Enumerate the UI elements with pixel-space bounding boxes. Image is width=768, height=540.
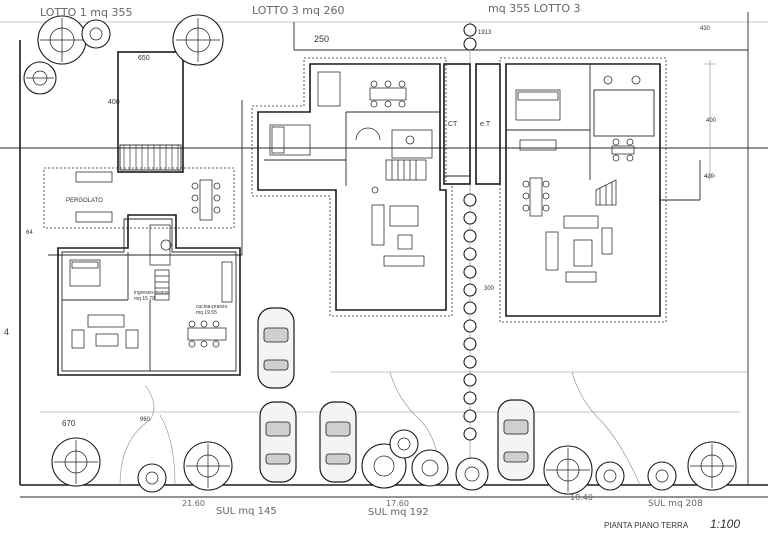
label-ingresso-1: ingresso-pranzo (134, 290, 170, 296)
tree-bottom-3 (183, 441, 233, 491)
dim-1840: 18.40 (570, 493, 593, 502)
label-lotto3: LOTTO 3 mq 260 (252, 4, 344, 17)
dim-300: 300 (484, 286, 495, 292)
dim-400-right: 400 (706, 118, 717, 124)
dim-64: 64 (26, 230, 33, 236)
drawing-scale: 1:100 (710, 517, 740, 531)
car-3 (319, 401, 357, 483)
tree-bottom-8 (543, 445, 593, 495)
tree-bottom-10 (647, 461, 677, 491)
tree-bottom-6 (411, 449, 449, 487)
car-2 (259, 401, 297, 483)
tree-bottom-9 (595, 461, 625, 491)
house-right (389, 57, 716, 486)
label-cucina-1: cucina-pranzo (196, 304, 228, 310)
tree-bottom-1 (51, 437, 101, 487)
dim-4: 4 (4, 327, 9, 337)
dim-250: 250 (314, 34, 329, 44)
dim-430: 430 (700, 26, 711, 32)
label-ct-left: CT (448, 121, 458, 128)
dim-2160: 21.60 (182, 499, 205, 508)
house-left (43, 51, 241, 486)
label-pergolato: PERGOLATO (66, 198, 103, 204)
drawing-title: PIANTA PIANO TERRA (604, 521, 689, 530)
hedge-column (463, 23, 477, 441)
tree-bottom-5 (389, 429, 419, 459)
label-sul-192: SUL mq 192 (368, 507, 429, 518)
dim-420: 420 (704, 174, 715, 180)
dim-1913: 1913 (478, 30, 492, 36)
car-1 (257, 307, 295, 389)
dim-670: 670 (62, 419, 76, 428)
car-4 (497, 399, 535, 481)
label-lotto1: LOTTO 1 mq 355 (40, 6, 132, 19)
tree-top-left-2 (23, 61, 57, 95)
tree-top-left-1 (37, 15, 87, 65)
tree-bottom-2 (137, 463, 167, 493)
label-cucina-2: mq 19.55 (196, 310, 217, 316)
label-lotto-right: mq 355 LOTTO 3 (488, 2, 580, 15)
plot-boundaries (0, 12, 768, 498)
tree-top-center (172, 14, 224, 66)
label-ingresso-2: mq 15.78 (134, 296, 155, 302)
dim-400-left: 400 (108, 99, 120, 106)
dim-960: 960 (140, 417, 151, 423)
dim-650: 650 (138, 55, 150, 62)
label-sul-145: SUL mq 145 (216, 506, 277, 517)
label-ct-right: e.T (480, 121, 491, 128)
tree-bottom-11 (687, 441, 737, 491)
tree-top-left-3 (81, 19, 111, 49)
label-sul-208: SUL mq 208 (648, 499, 703, 509)
dim-1760: 17.60 (386, 499, 409, 508)
tree-bottom-7 (455, 457, 489, 491)
house-middle (251, 57, 501, 317)
